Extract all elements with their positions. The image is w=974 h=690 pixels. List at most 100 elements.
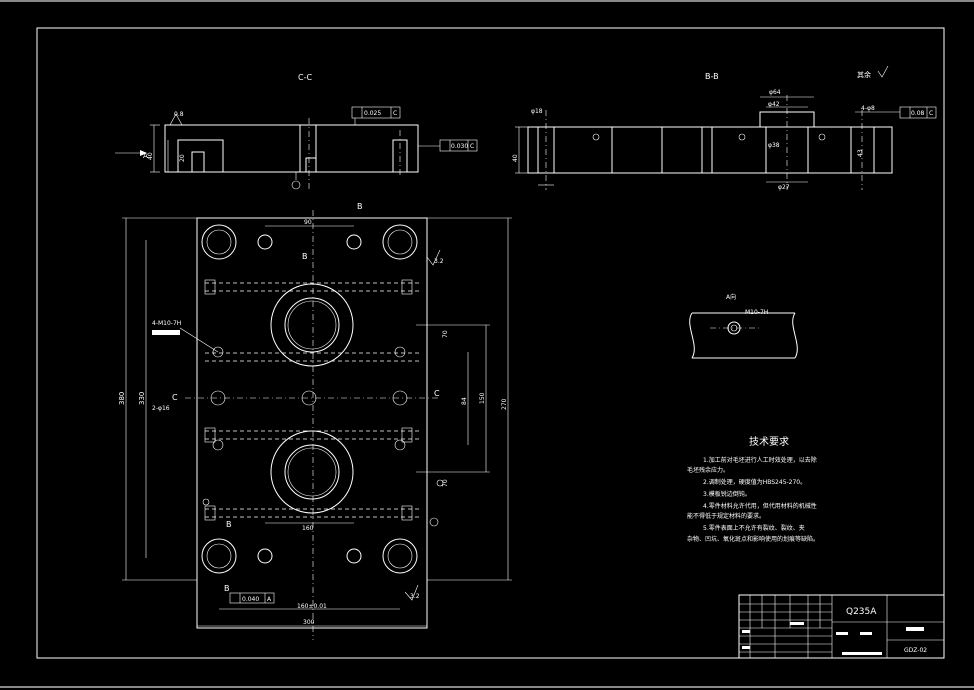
tb-drawing-no: GDZ-02 [904,647,927,654]
roughness-mark-top [426,249,441,266]
plug-1r [401,279,413,295]
tech-req-line-5: 4.零件材料允许代用，但代用材料的机械性 [703,502,817,510]
thread-hole-1 [212,346,224,358]
cc-tol-top-value: 0.025 [364,110,381,117]
title-block: Q235A GDZ-02 [738,594,945,659]
hole-note-leader [179,327,219,353]
center-sprue-hole [301,390,317,406]
section-cc-center-step [305,157,317,173]
pin-hole-top-right [346,234,362,250]
tech-req-line-1: 1.加工前对毛坯进行人工时效处理，以去除 [703,456,817,464]
roughness-top-value: 3.2 [434,258,444,265]
bushing-bottom-right [382,538,418,574]
thread-hole-2 [394,346,406,358]
bb-pin-left [592,133,600,141]
dim-90: 90 [304,219,312,226]
tech-req-line-4: 3.模板锐边倒钝。 [703,490,751,498]
small-hole-right [436,479,444,487]
cc-tol-top-datum: C [393,110,397,117]
bb-dim-64: φ64 [769,89,781,96]
title-block-frame [738,594,945,659]
view-a-label: A向 [726,293,736,301]
plan-view: B B B B C C 4-M10-7H 2-φ16 90 380 330 15… [118,202,512,640]
tb-mark-4 [836,632,848,635]
bushing-bottom-right-inner [387,543,413,569]
flatness-value: 0.040 [242,596,259,603]
cut-b-mid: B [302,252,308,261]
plug-3r [401,427,413,443]
tech-req-line-6: 能不得低于规定材料的要求。 [687,512,765,520]
bb-note-right: 4-φ8 [861,105,875,112]
plug-4l [204,505,216,521]
small-hole-left [202,498,210,506]
roughness-mark-bottom [404,584,419,601]
bb-dim-43: 43 [857,149,864,157]
cc-roughness-value: 0.8 [174,111,184,118]
cut-c-left: C [172,393,178,402]
dim-70-top: 70 [442,330,449,338]
section-bb-label: B-B [705,72,719,81]
cc-dim-20: 20 [179,154,186,162]
cc-tol-right-datum: C [470,143,474,150]
cut-b-bottom: B [224,584,230,593]
bb-pin-center [738,133,746,141]
bb-tol-frame [899,106,937,119]
bushing-top-right [382,224,418,260]
bushing-top-left [201,224,237,260]
flatness-datum: A [267,596,272,603]
section-cc-view: C-C 40 20 A 0.8 0.025 C 0.030 C [115,73,478,190]
tech-req-line-2: 毛坯残余应力。 [687,466,729,474]
cavity-top-inner [284,297,340,353]
dim-300: 300 [303,619,315,626]
roughness-rest-symbol [877,65,889,78]
view-a-break-right [792,312,798,359]
section-cc-body [164,124,419,173]
tb-mark-6 [842,652,882,655]
side-hole-left [210,390,226,406]
bb-dim-38: φ38 [768,142,780,149]
tb-mark-1 [742,630,750,633]
bb-tol-datum: C [929,110,933,117]
dim-330: 330 [138,392,146,405]
bb-hole-center [701,126,713,174]
cavity-bottom-bore [287,447,337,497]
thread-hole-3 [212,439,224,451]
tb-mark-3 [790,622,804,625]
dim-160-pitch: 160±0.01 [297,603,327,610]
bushing-top-left-inner [206,229,232,255]
tech-req-line-3: 2.调制处理，硬度值为HBS245-270。 [703,478,806,486]
thread-hole-4 [394,439,406,451]
cut-c-right: C [434,389,440,398]
roughness-bottom-value: 3.2 [410,593,420,600]
bb-dim-42: φ42 [768,101,780,108]
dim-150: 150 [479,392,486,404]
view-a-break-left [689,312,695,359]
cc-tol-frame-top [351,106,401,119]
bb-dim-40: 40 [512,154,519,162]
pin-hole-bottom-left [257,548,273,564]
dim-270: 270 [501,398,508,410]
cc-dim-40: 40 [147,152,154,160]
dim-70-bottom: 70 [442,479,449,487]
bb-tol-value: 0.08 [911,110,925,117]
hole-note-bar [152,330,180,335]
bb-slot-mid [611,126,663,174]
dim-380: 380 [118,392,126,405]
section-cc-hole-left [191,151,205,173]
hole-note-phi16: 2-φ16 [152,405,170,412]
plug-1l [204,279,216,295]
cc-view-arrow-label: A [143,152,148,160]
section-bb-view: B-B 其余 φ64 φ42 φ38 φ27 φ18 40 43 4-φ8 [512,65,937,191]
section-cc-label: C-C [298,73,312,82]
cavity-top-bore [287,300,337,350]
drawing-border [36,27,945,659]
bb-pin-right [818,133,826,141]
cc-tol-right-value: 0.030 [451,143,468,150]
cavity-bottom-outer [270,430,354,514]
view-a: A向 M10-7H [689,293,798,359]
cc-datum-circle [291,180,301,190]
roughness-rest-label: 其余 [857,70,871,79]
side-hole-right [392,390,408,406]
cut-b-top: B [357,202,363,211]
cc-view-arrow-head [140,150,147,156]
